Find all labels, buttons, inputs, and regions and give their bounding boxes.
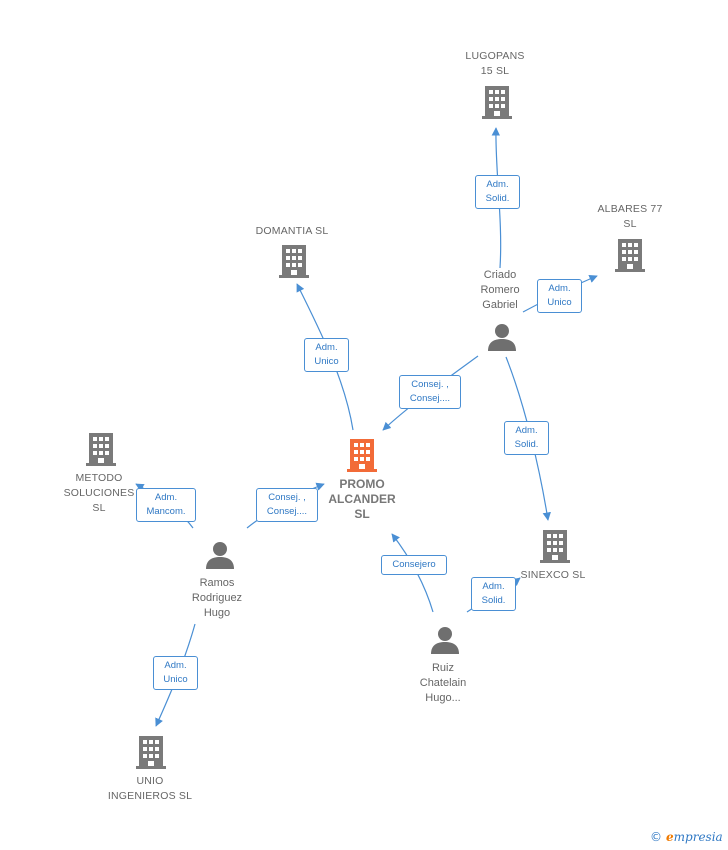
building-icon <box>615 239 645 272</box>
edge-label-ruiz-promo: Consejero <box>381 555 447 575</box>
edge-label-ruiz-sinexco: Adm. Solid. <box>471 577 516 611</box>
building-icon <box>540 530 570 563</box>
node-label-unio[interactable]: UNIO INGENIEROS SL <box>107 775 193 802</box>
person-icon <box>431 627 459 654</box>
node-label-sinexco[interactable]: SINEXCO SL <box>520 569 586 581</box>
node-label-lugopans[interactable]: LUGOPANS 15 SL <box>465 50 525 77</box>
edge-label-criado-promo: Consej. , Consej.... <box>399 375 461 409</box>
edge-label-ramos-unio: Adm. Unico <box>153 656 198 690</box>
node-label-criado[interactable]: Criado Romero Gabriel <box>480 269 520 311</box>
building-icon <box>482 86 512 119</box>
building-icon <box>136 736 166 769</box>
brand-name: mpresia <box>673 830 723 844</box>
copyright-icon: © <box>650 830 662 844</box>
main-building-icon <box>347 439 377 472</box>
edge-label-promo-domantia: Adm. Unico <box>304 338 349 372</box>
node-label-domantia[interactable]: DOMANTIA SL <box>255 225 329 237</box>
edge-label-criado-lugopans: Adm. Solid. <box>475 175 520 209</box>
building-icon <box>279 245 309 278</box>
node-label-ramos[interactable]: Ramos Rodriguez Hugo <box>191 577 243 619</box>
brand-initial: e <box>666 830 674 844</box>
edge-label-ramos-metodo: Adm. Mancom. <box>136 488 196 522</box>
person-icon <box>488 324 516 351</box>
edge-label-criado-albares: Adm. Unico <box>537 279 582 313</box>
node-label-albares[interactable]: ALBARES 77 SL <box>597 203 663 230</box>
node-label-metodo[interactable]: METODO SOLUCIONES SL <box>63 472 135 514</box>
node-label-ruiz[interactable]: Ruiz Chatelain Hugo... <box>419 662 467 704</box>
brand-watermark: © empresia <box>650 830 723 844</box>
edge-label-ramos-promo: Consej. , Consej.... <box>256 488 318 522</box>
node-label-promo[interactable]: PROMO ALCANDER SL <box>328 477 396 521</box>
person-icon <box>206 542 234 569</box>
edge-label-criado-sinexco: Adm. Solid. <box>504 421 549 455</box>
building-icon <box>86 433 116 466</box>
